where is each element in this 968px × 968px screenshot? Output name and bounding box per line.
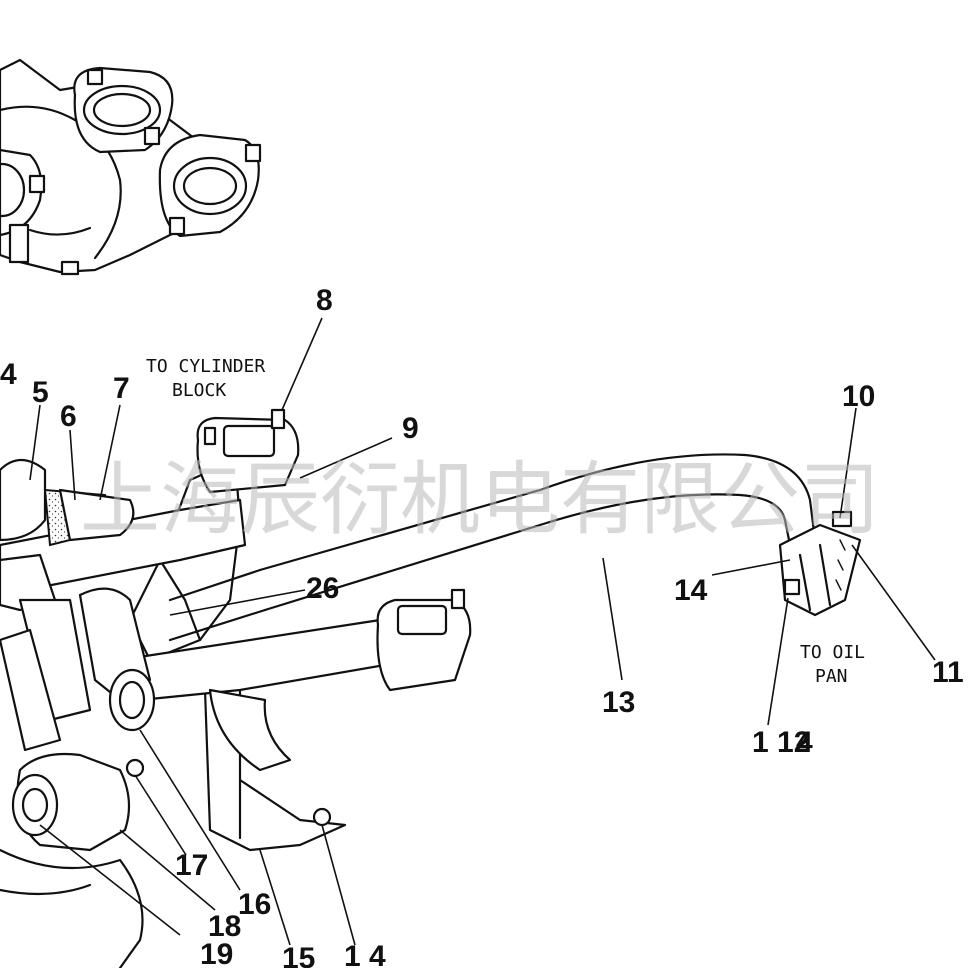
callout-5: 5 [32,376,49,409]
leader-lines [29,317,936,946]
note-to-oil-pan-line2: PAN [815,666,848,687]
note-to-cylinder-block-line2: BLOCK [172,380,226,401]
callout-4-left: 4 [0,358,17,391]
callout-7: 7 [113,372,130,405]
callout-14-bottom: 1 4 [344,940,386,968]
callout-18: 18 [208,910,241,943]
callout-26: 26 [306,572,339,605]
manifold-flange-right [158,133,262,238]
tube-clamp [778,510,862,617]
manifold-flange-top [73,66,174,154]
callout-17: 17 [175,849,208,882]
callout-11: 11 [932,656,964,689]
callout-14-clamp: 14 [674,574,708,607]
upper-manifold [0,58,262,276]
callout-16: 16 [238,888,271,921]
callout-6: 6 [60,400,77,433]
callout-9: 9 [402,412,419,445]
callout-19: 19 [200,938,233,968]
note-to-cylinder-block-line1: TO CYLINDER [146,356,265,377]
pipe-to-cylinder-block [0,408,472,772]
callout-13: 13 [602,686,635,719]
left-assembly [0,458,156,968]
callout-4-overlap: 4 [796,726,813,759]
watermark: 上海辰衍机电有限公司 [80,453,880,546]
callout-1-12: 1 12 [752,726,810,759]
oil-tube [168,453,817,642]
note-to-oil-pan-line1: TO OIL [800,642,865,663]
callout-8: 8 [316,284,333,317]
callout-15: 15 [282,942,315,968]
callout-10: 10 [842,380,875,413]
